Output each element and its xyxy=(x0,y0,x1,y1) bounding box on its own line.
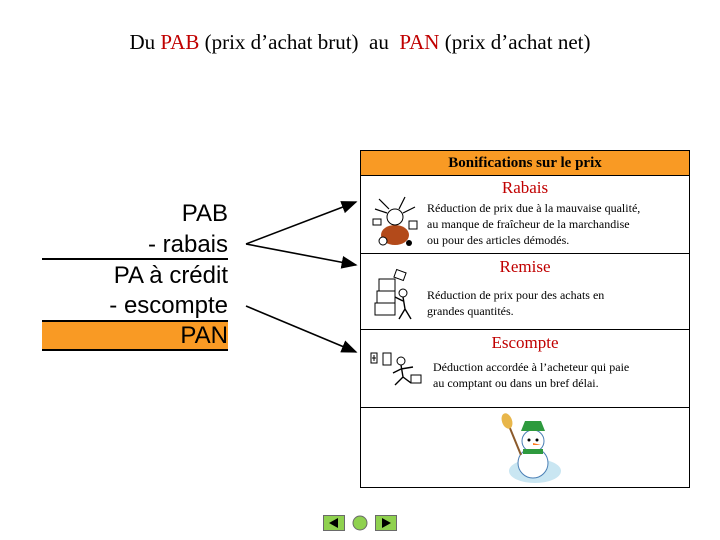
remise-title: Remise xyxy=(499,257,551,276)
section-divider xyxy=(361,253,689,254)
pan-label: PAN xyxy=(180,322,228,349)
rabais-text-line1: Réduction de prix due à la mauvaise qual… xyxy=(427,201,641,215)
rabais-text: Réduction de prix due à la mauvaise qual… xyxy=(427,200,640,248)
boxes-carrier-icon xyxy=(374,268,412,320)
pa-credit-label: PA à crédit xyxy=(113,262,228,289)
messy-character-icon xyxy=(372,196,418,246)
home-circle-icon[interactable] xyxy=(350,515,370,531)
title-pab: PAB xyxy=(160,30,200,54)
snowman-icon xyxy=(501,413,561,483)
remise-text: Réduction de prix pour des achats en gra… xyxy=(427,287,604,319)
rabais-title: Rabais xyxy=(501,178,549,197)
subtotal-rule xyxy=(42,258,228,260)
pab-label: PAB xyxy=(181,200,228,227)
arrow-to-rabais xyxy=(245,201,358,245)
section-divider xyxy=(361,329,689,330)
title-prefix: Du xyxy=(129,30,161,54)
escompte-title: Escompte xyxy=(491,333,559,352)
panel-header: Bonifications sur le prix xyxy=(361,151,689,176)
next-arrow-icon[interactable] xyxy=(375,515,397,531)
arrow-to-escompte xyxy=(245,305,358,353)
escompte-text-line2: au comptant ou dans un bref délai. xyxy=(433,376,599,390)
escompte-text: Déduction accordée à l’acheteur qui paie… xyxy=(433,359,629,391)
pan-highlight-row xyxy=(42,322,228,351)
title-middle: (prix d’achat brut) au xyxy=(199,30,400,54)
escompte-label: - escompte xyxy=(109,292,228,319)
remise-text-line1: Réduction de prix pour des achats en xyxy=(427,288,605,302)
arrow-to-remise xyxy=(245,243,358,269)
rabais-text-line3: ou pour des articles démodés. xyxy=(427,233,570,247)
running-man-icon xyxy=(370,352,422,386)
prev-arrow-icon[interactable] xyxy=(323,515,345,531)
remise-text-line2: grandes quantités. xyxy=(427,304,514,318)
escompte-text-line1: Déduction accordée à l’acheteur qui paie xyxy=(433,360,630,374)
title-pan: PAN xyxy=(399,30,440,54)
section-divider xyxy=(361,407,689,408)
title-suffix: (prix d’achat net) xyxy=(439,30,591,54)
bonifications-panel: Bonifications sur le prix Rabais Réducti… xyxy=(360,150,690,488)
page-title: Du PAB (prix d’achat brut) au PAN (prix … xyxy=(0,30,720,55)
rabais-text-line2: au manque de fraîcheur de la marchandise xyxy=(427,217,630,231)
rabais-label: - rabais xyxy=(147,231,228,258)
total-rule xyxy=(42,320,228,322)
